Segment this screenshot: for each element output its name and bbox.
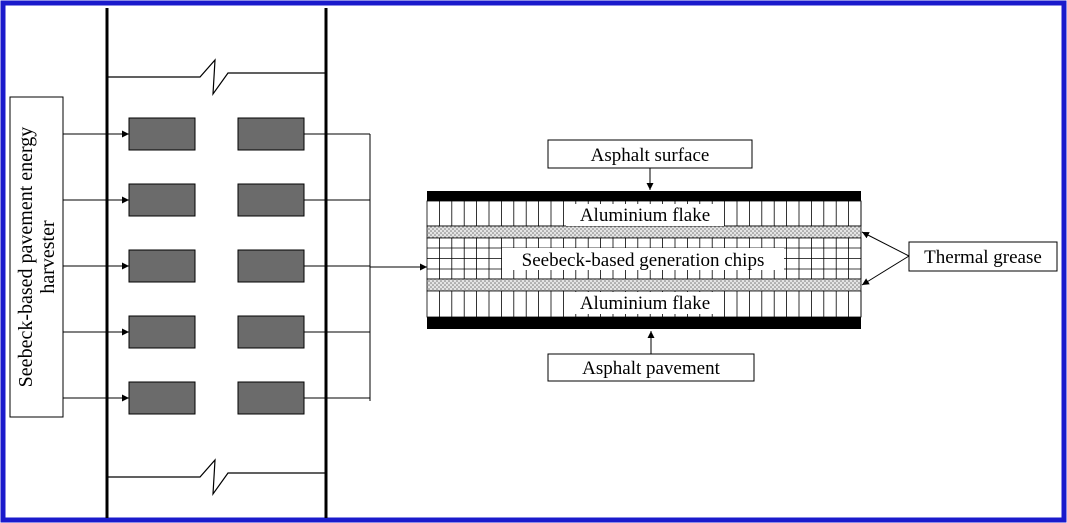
break-symbol-bottom — [107, 458, 326, 497]
thermal-grease-bottom-layer — [426, 278, 862, 292]
harvester-block — [237, 315, 305, 349]
asphalt-pavement-plate — [427, 317, 861, 329]
asphalt-surface-box — [547, 139, 753, 169]
thermal-grease-top-layer — [426, 225, 862, 239]
thermal-grease-arrow-bottom — [861, 255, 910, 286]
thermal-grease-arrow-top — [861, 231, 910, 257]
harvester-label: Seebeck-based pavement energyharvester — [15, 127, 59, 388]
aluminium-flake-bottom-label-bg — [566, 292, 724, 314]
harvester-blocks — [128, 117, 305, 415]
break-symbol-top — [107, 58, 326, 97]
harvester-block — [237, 183, 305, 217]
layer-stack: Aluminium flake Seebeck-based generation… — [426, 191, 862, 329]
harvester-block — [128, 381, 196, 415]
aluminium-flake-bottom-label: Aluminium flake — [580, 293, 710, 314]
thermal-grease-box — [908, 241, 1058, 272]
harvester-block — [237, 117, 305, 151]
generation-chips-label: Seebeck-based generation chips — [522, 250, 765, 271]
harvester-block — [128, 315, 196, 349]
asphalt-surface-label: Asphalt surface — [591, 145, 710, 166]
harvester-label-box — [9, 96, 64, 418]
harvester-block — [128, 249, 196, 283]
harvester-block — [237, 249, 305, 283]
aluminium-flake-top-label: Aluminium flake — [580, 205, 710, 226]
aluminium-flake-top-label-bg — [566, 204, 724, 226]
asphalt-pavement-label: Asphalt pavement — [582, 358, 720, 379]
harvester-block — [128, 183, 196, 217]
harvester-block — [237, 381, 305, 415]
harvester-block — [128, 117, 196, 151]
harvester-wires — [63, 130, 370, 402]
generation-chips-label-bg — [502, 248, 784, 270]
thermal-grease-label: Thermal grease — [924, 247, 1042, 268]
asphalt-surface-plate — [427, 191, 861, 201]
